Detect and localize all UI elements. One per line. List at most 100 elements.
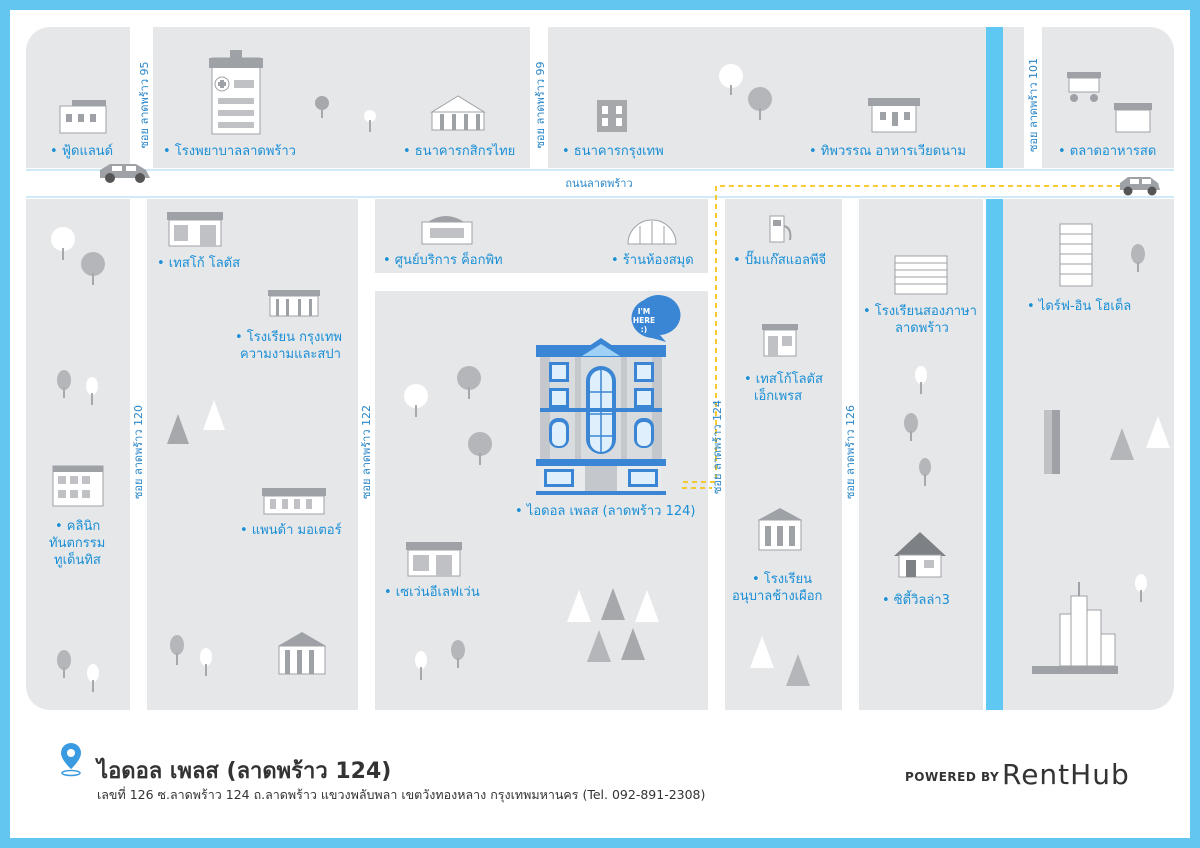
label-cockpit: • ศูนย์บริการ ค็อกพิท [383, 250, 503, 268]
store-icon [762, 324, 798, 357]
pine-tree-icon [635, 590, 659, 622]
store-icon [262, 488, 326, 515]
pine-tree-icon [167, 414, 189, 444]
road-labels: ถนนลาดพร้าว ซอย ลาดพร้าว 95 ซอย ลาดพร้าว… [132, 58, 1040, 499]
label-dental-2: ทันตกรรม [49, 536, 105, 551]
label-kindergarten-1: • โรงเรียน [752, 571, 812, 587]
clinic-icon [52, 465, 104, 507]
label-idol: • ไอดอล เพลส (ลาดพร้าว 124) [515, 503, 696, 519]
school-icon [758, 508, 802, 551]
tree-icon [57, 650, 71, 678]
pine-tree-icon [1110, 428, 1134, 460]
pine-tree-icon [601, 588, 625, 620]
tree-icon [719, 64, 743, 95]
road-label-soi101: ซอย ลาดพร้าว 101 [1027, 58, 1040, 152]
footer-address: เลขที่ 126 ซ.ลาดพร้าว 124 ถ.ลาดพร้าว แขว… [97, 787, 706, 802]
tree-icon [87, 664, 99, 692]
road-label-soi95: ซอย ลาดพร้าว 95 [138, 61, 151, 148]
label-dental-1: • คลินิก [55, 519, 100, 534]
tree-icon [364, 110, 376, 132]
label-vietnam: • ทิพวรรณ อาหารเวียดนาม [809, 143, 966, 159]
label-drivein: • ไดร์ฟ-อิน โฮเต็ล [1027, 296, 1131, 314]
bubble-line-2: HERE [633, 316, 655, 325]
tree-icon [404, 384, 428, 417]
tree-icon [451, 640, 465, 668]
gas-station-icon [769, 215, 792, 243]
pine-tree-icon [621, 628, 645, 660]
bank-icon [430, 95, 486, 131]
label-tesco-express-1: • เทสโก้โลตัส [744, 371, 823, 387]
skyscraper-icon [1032, 582, 1118, 674]
location-pin-icon [61, 743, 81, 777]
road-label-soi122: ซอย ลาดพร้าว 122 [360, 405, 373, 499]
building-icons [52, 50, 1152, 675]
building-icon [421, 216, 473, 245]
store-icon [167, 212, 223, 247]
place-labels: • ฟู้ดแลนด์ • โรงพยาบาลลาดพร้าว • ธนาคาร… [49, 143, 1156, 608]
label-tesco: • เทสโก้ โลตัส [157, 255, 240, 271]
tree-icon [315, 96, 329, 118]
label-seven: • เซเว่นอีเลฟเว่น [384, 584, 480, 600]
school-icon [894, 255, 948, 295]
label-bilingual-1: • โรงเรียนสองภาษา [863, 303, 977, 319]
label-tesco-express-2: เอ็กเพรส [754, 386, 802, 404]
im-here-bubble: I'M HERE :) [631, 295, 681, 342]
footer-title: ไอดอล เพลส (ลาดพร้าว 124) [97, 759, 392, 784]
canal [986, 27, 1003, 710]
idol-place-building[interactable] [536, 338, 666, 495]
tree-icon [415, 651, 427, 680]
car-icon [100, 164, 150, 183]
pine-tree-icon [587, 630, 611, 662]
road-label-soi120: ซอย ลาดพร้าว 120 [132, 405, 145, 499]
tree-icon [51, 227, 75, 260]
tree-icon [919, 458, 931, 486]
hospital-icon [209, 50, 263, 135]
powered-by-label: POWERED BY [905, 770, 1000, 784]
pine-tree-icon [567, 590, 591, 622]
label-city-villa: • ซิตี้วิลล่า3 [882, 590, 950, 608]
tree-icon [81, 252, 105, 285]
pine-tree-icon [1146, 416, 1170, 448]
label-beauty-school-1: • โรงเรียน กรุงเทพ [235, 329, 342, 345]
tree-icon [1131, 244, 1145, 272]
hotel-icon [1059, 223, 1093, 287]
route-line [682, 185, 1130, 489]
building-icon [597, 100, 627, 132]
label-foodland: • ฟู้ดแลนด์ [50, 143, 113, 159]
brand-logo[interactable]: RentHub [1002, 758, 1130, 791]
tree-icon [170, 635, 184, 665]
house-icon [894, 532, 946, 578]
building-icon [1044, 410, 1060, 474]
road-lines [26, 169, 1174, 198]
label-lpg: • ปั๊มแก๊สแอลพีจี [733, 250, 826, 268]
label-bilingual-2: ลาดพร้าว [895, 321, 949, 336]
store-icon [406, 542, 462, 577]
road-label-soi126: ซอย ลาดพร้าว 126 [844, 405, 857, 499]
label-kindergarten-2: อนุบาลช้างเผือก [732, 588, 822, 604]
road-label-soi99: ซอย ลาดพร้าว 99 [534, 61, 547, 148]
bank-icon [278, 632, 326, 675]
building-icon [59, 100, 107, 134]
label-bbl: • ธนาคารกรุงเทพ [562, 144, 664, 159]
label-kbank: • ธนาคารกสิกรไทย [403, 143, 515, 159]
pine-tree-icon [750, 636, 774, 668]
label-dental-3: ทูเด็นทิส [54, 550, 101, 568]
bubble-line-3: :) [641, 325, 647, 334]
tree-icon [1135, 574, 1147, 602]
tree-icon [915, 366, 927, 394]
road-label-main: ถนนลาดพร้าว [565, 177, 632, 190]
road-label-soi124: ซอย ลาดพร้าว 124 [711, 400, 724, 494]
tree-icon [904, 413, 918, 441]
label-market: • ตลาดอาหารสด [1058, 144, 1156, 159]
tree-icon [457, 366, 481, 399]
label-hospital: • โรงพยาบาลลาดพร้าว [163, 143, 296, 159]
market-icon [1067, 72, 1152, 133]
pine-tree-icon [786, 654, 810, 686]
restaurant-icon [868, 98, 920, 133]
trees [51, 64, 1170, 692]
bubble-line-1: I'M [638, 307, 651, 316]
label-bookstore: • ร้านห้องสมุด [611, 253, 694, 268]
tree-icon [57, 370, 71, 398]
tree-icon [468, 432, 492, 465]
